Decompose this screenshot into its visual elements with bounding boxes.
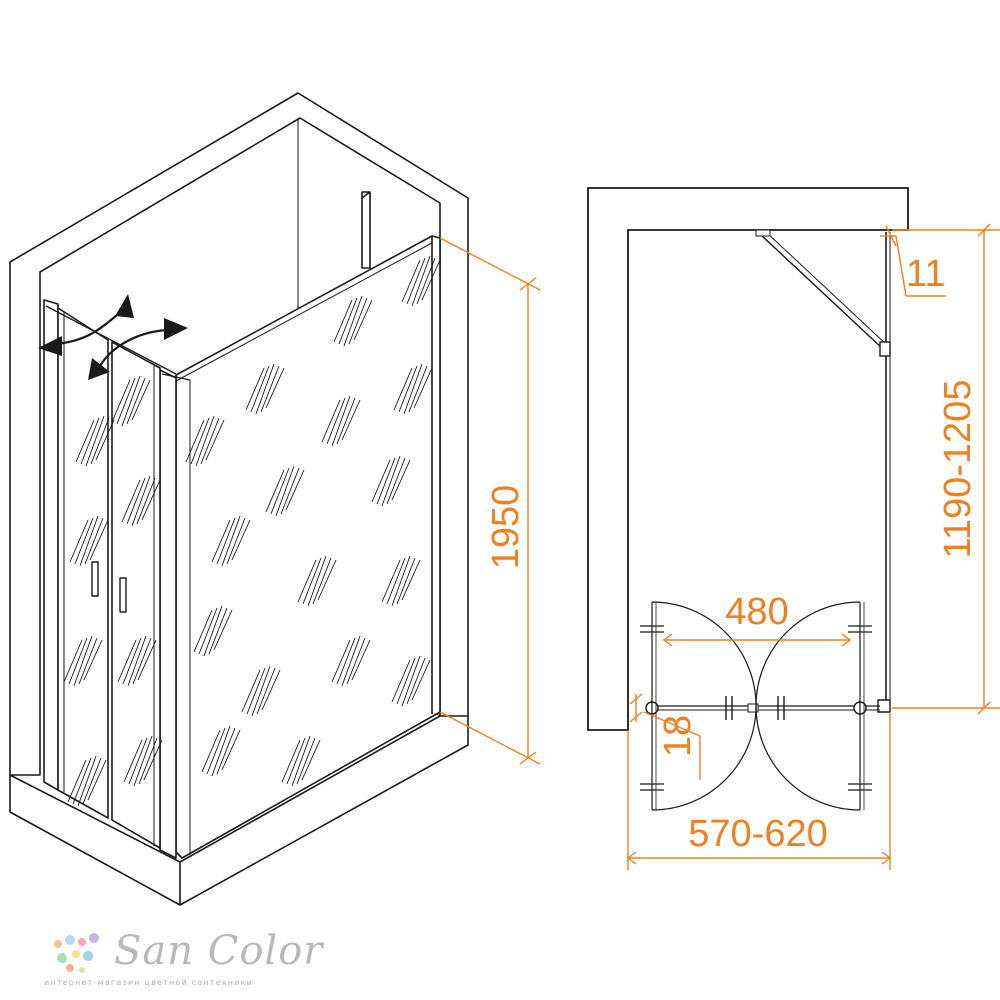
left-door-handle bbox=[91, 561, 99, 597]
profile-label: 18 bbox=[657, 715, 699, 757]
brand-name: San Color bbox=[114, 928, 324, 974]
gap-label: 11 bbox=[906, 253, 945, 295]
door-swing-label: 480 bbox=[725, 591, 788, 633]
right-door-handle bbox=[119, 577, 127, 613]
right-door bbox=[111, 341, 161, 849]
isometric-view bbox=[9, 92, 469, 906]
left-door bbox=[57, 307, 109, 819]
swing-arrow-right bbox=[99, 328, 173, 367]
plan-view bbox=[587, 187, 909, 811]
entry-width-label: 570-620 bbox=[688, 813, 827, 855]
height-dimension bbox=[439, 237, 541, 765]
wall-profile bbox=[43, 299, 59, 791]
height-label: 1950 bbox=[485, 485, 527, 570]
corner-post bbox=[159, 369, 177, 859]
brand-dots-icon bbox=[54, 933, 99, 973]
wall-bracket bbox=[361, 191, 371, 269]
wall-outline bbox=[9, 92, 469, 776]
brand-tagline: интернет-магазин цветной сантехники bbox=[44, 978, 253, 987]
stabilizer-bar bbox=[759, 233, 885, 351]
plan-dimensions bbox=[626, 223, 1000, 870]
right-door-swing bbox=[755, 601, 861, 811]
side-length-label: 1190-1205 bbox=[937, 380, 979, 559]
plan-wall bbox=[587, 187, 909, 731]
brand-logo: San Color интернет-магазин цветной санте… bbox=[44, 926, 348, 996]
